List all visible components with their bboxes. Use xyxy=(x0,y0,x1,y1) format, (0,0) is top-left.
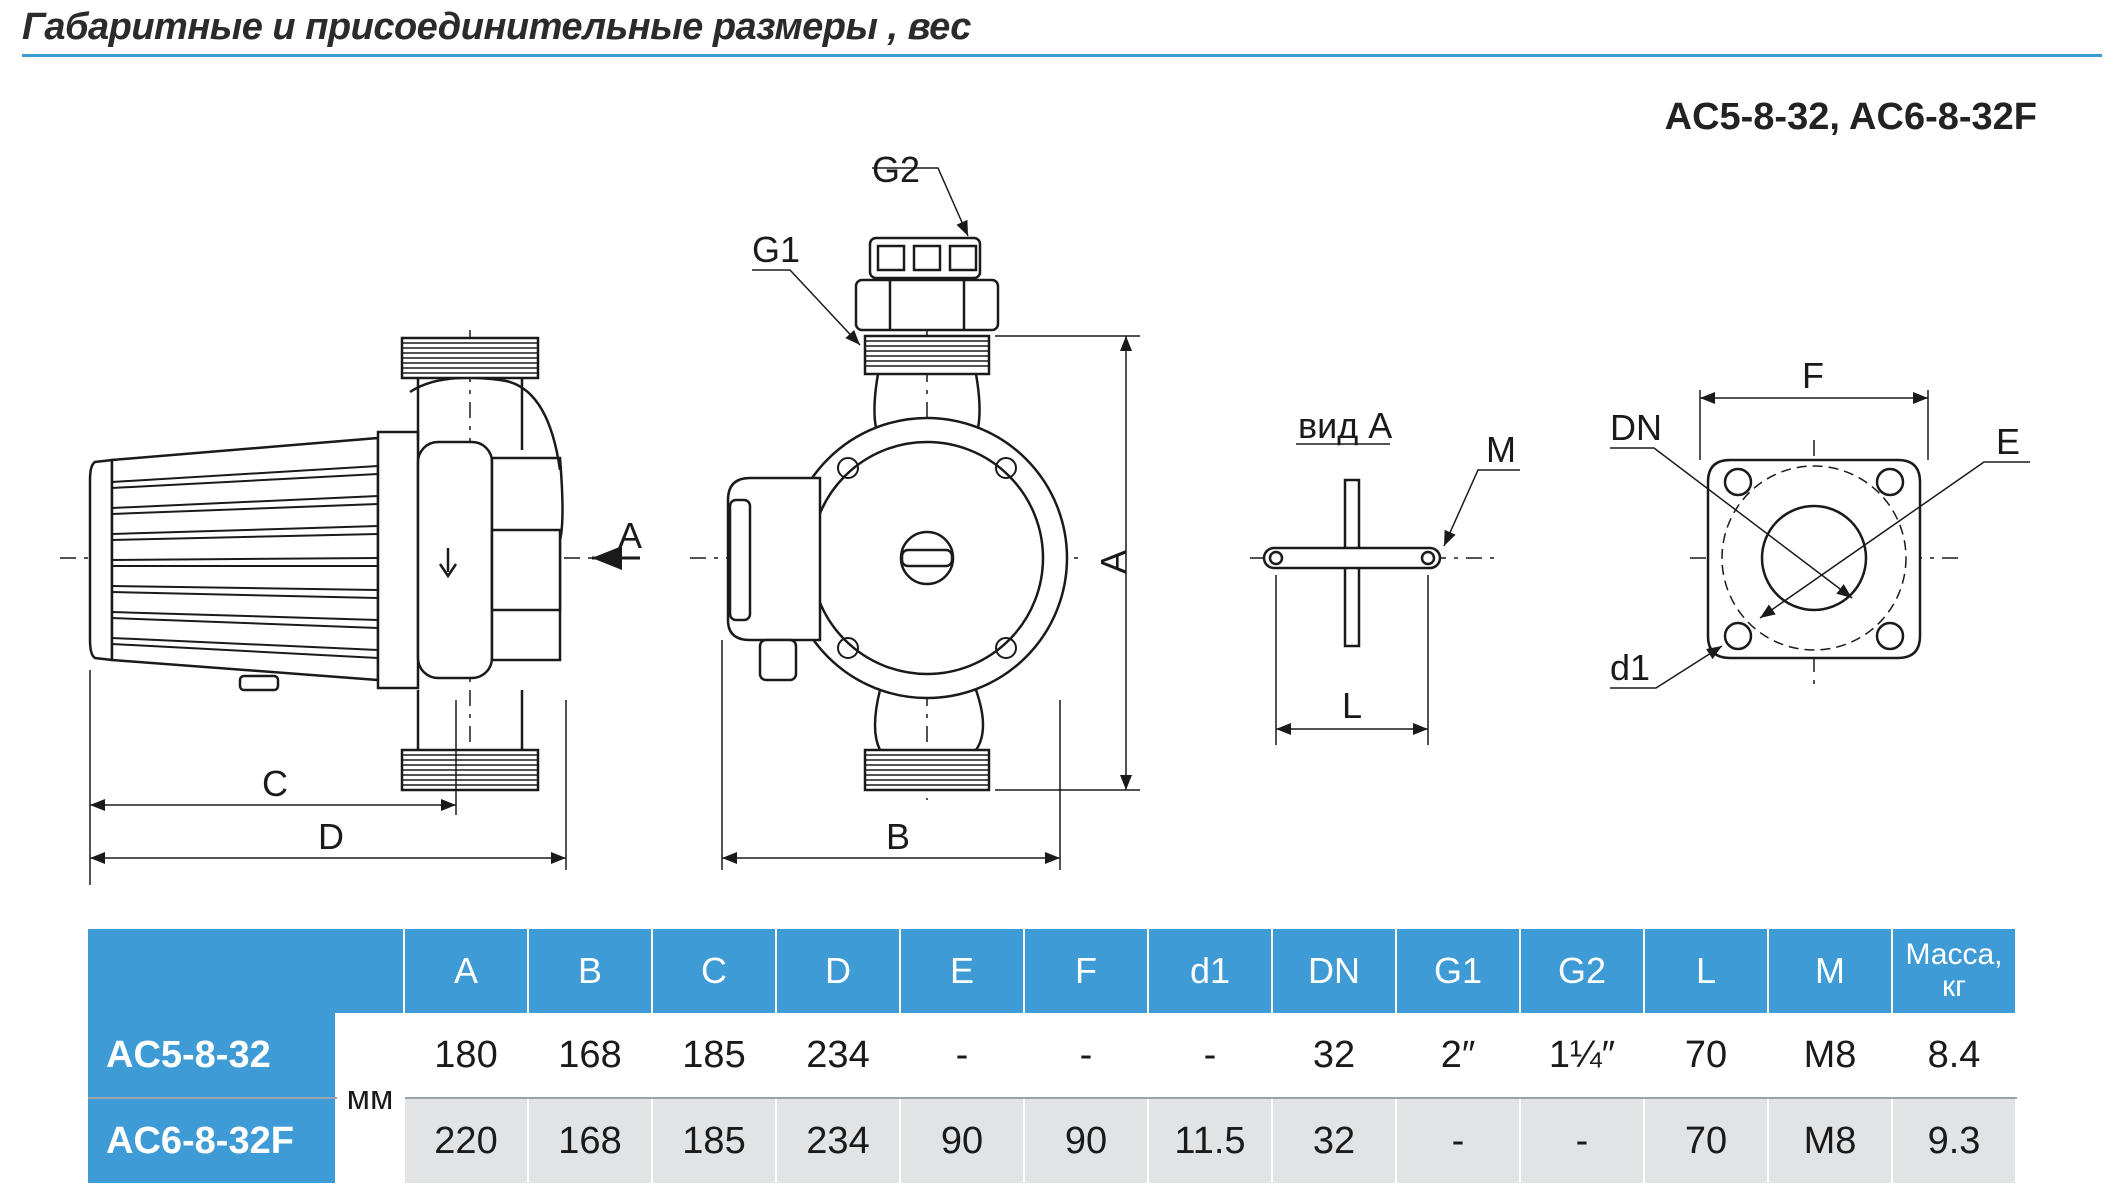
model-designation: AC5-8-32, AC6-8-32F xyxy=(1664,96,2037,138)
value-cell: 185 xyxy=(652,1013,777,1099)
value-cell: 185 xyxy=(652,1098,777,1183)
g1-label: G1 xyxy=(752,229,800,270)
table-row: AC5-8-32 мм 180 168 185 234 - - - 32 2″ … xyxy=(88,1013,2017,1183)
dimension-a-label: A xyxy=(1093,550,1134,574)
value-cell: 90 xyxy=(900,1098,1025,1183)
table-header-row: A B C D E F d1 DN G1 G2 L M Масса,кг xyxy=(88,929,2017,1013)
square-flange xyxy=(1610,390,2030,690)
value-cell: - xyxy=(1520,1098,1645,1183)
mass-cell: 9.3 xyxy=(1892,1098,2017,1183)
dimension-l-label: L xyxy=(1342,685,1362,726)
value-cell: - xyxy=(900,1013,1025,1099)
column-header: D xyxy=(776,929,901,1013)
value-cell: M8 xyxy=(1768,1098,1893,1183)
dimension-e-label: E xyxy=(1996,421,2020,462)
model-name-cell: AC6-8-32F xyxy=(88,1098,337,1183)
column-header: M xyxy=(1768,929,1893,1013)
unit-cell: мм xyxy=(336,1013,405,1183)
value-cell: 11.5 xyxy=(1148,1098,1273,1183)
mass-header-line1: Масса, xyxy=(1905,938,2003,971)
value-cell: 234 xyxy=(776,1013,901,1099)
pump-side-view xyxy=(60,330,640,885)
value-cell: - xyxy=(1396,1098,1521,1183)
dimension-f-label: F xyxy=(1802,355,1824,396)
value-cell: 70 xyxy=(1644,1098,1769,1183)
dimension-d-label: D xyxy=(318,816,344,857)
value-cell: 32 xyxy=(1272,1098,1397,1183)
value-cell: 168 xyxy=(528,1098,653,1183)
column-header: G1 xyxy=(1396,929,1521,1013)
arrow-a-label: A xyxy=(618,515,642,556)
model-name-cell: AC5-8-32 xyxy=(88,1013,337,1099)
value-cell: 180 xyxy=(404,1013,529,1099)
value-cell: 32 xyxy=(1272,1013,1397,1099)
value-cell: 1¼″ xyxy=(1520,1013,1645,1099)
value-cell: 2″ xyxy=(1396,1013,1521,1099)
g2-label: G2 xyxy=(872,149,920,190)
column-header: F xyxy=(1024,929,1149,1013)
technical-drawing: A C D G2 G1 A B вид А M L F DN E d1 xyxy=(60,149,2030,885)
value-cell: 70 xyxy=(1644,1013,1769,1099)
mass-cell: 8.4 xyxy=(1892,1013,2017,1099)
column-header: d1 xyxy=(1148,929,1273,1013)
mass-column-header: Масса,кг xyxy=(1892,929,2017,1013)
header-blank xyxy=(88,929,405,1013)
value-cell: 234 xyxy=(776,1098,901,1183)
dimensions-table: A B C D E F d1 DN G1 G2 L M Масса,кг AC5… xyxy=(88,929,2017,1183)
column-header: B xyxy=(528,929,653,1013)
pump-front-view xyxy=(690,167,1140,870)
page-title: Габаритные и присоединительные размеры ,… xyxy=(22,6,971,48)
title-underline xyxy=(22,54,2102,57)
dimension-b-label: B xyxy=(886,816,910,857)
value-cell: - xyxy=(1148,1013,1273,1099)
column-header: A xyxy=(404,929,529,1013)
m-label: M xyxy=(1486,429,1516,470)
value-cell: M8 xyxy=(1768,1013,1893,1099)
dn-label: DN xyxy=(1610,407,1662,448)
column-header: DN xyxy=(1272,929,1397,1013)
d1-label: d1 xyxy=(1610,647,1650,688)
column-header: L xyxy=(1644,929,1769,1013)
dimension-c-label: C xyxy=(262,763,288,804)
view-a-label: вид А xyxy=(1298,405,1392,446)
value-cell: 90 xyxy=(1024,1098,1149,1183)
column-header: G2 xyxy=(1520,929,1645,1013)
table-row: AC6-8-32F 220 168 185 234 90 90 11.5 32 … xyxy=(88,1098,2017,1183)
column-header: C xyxy=(652,929,777,1013)
value-cell: - xyxy=(1024,1013,1149,1099)
mass-header-line2: кг xyxy=(1941,970,1967,1003)
value-cell: 168 xyxy=(528,1013,653,1099)
column-header: E xyxy=(900,929,1025,1013)
view-a-flange xyxy=(1250,443,1520,745)
value-cell: 220 xyxy=(404,1098,529,1183)
